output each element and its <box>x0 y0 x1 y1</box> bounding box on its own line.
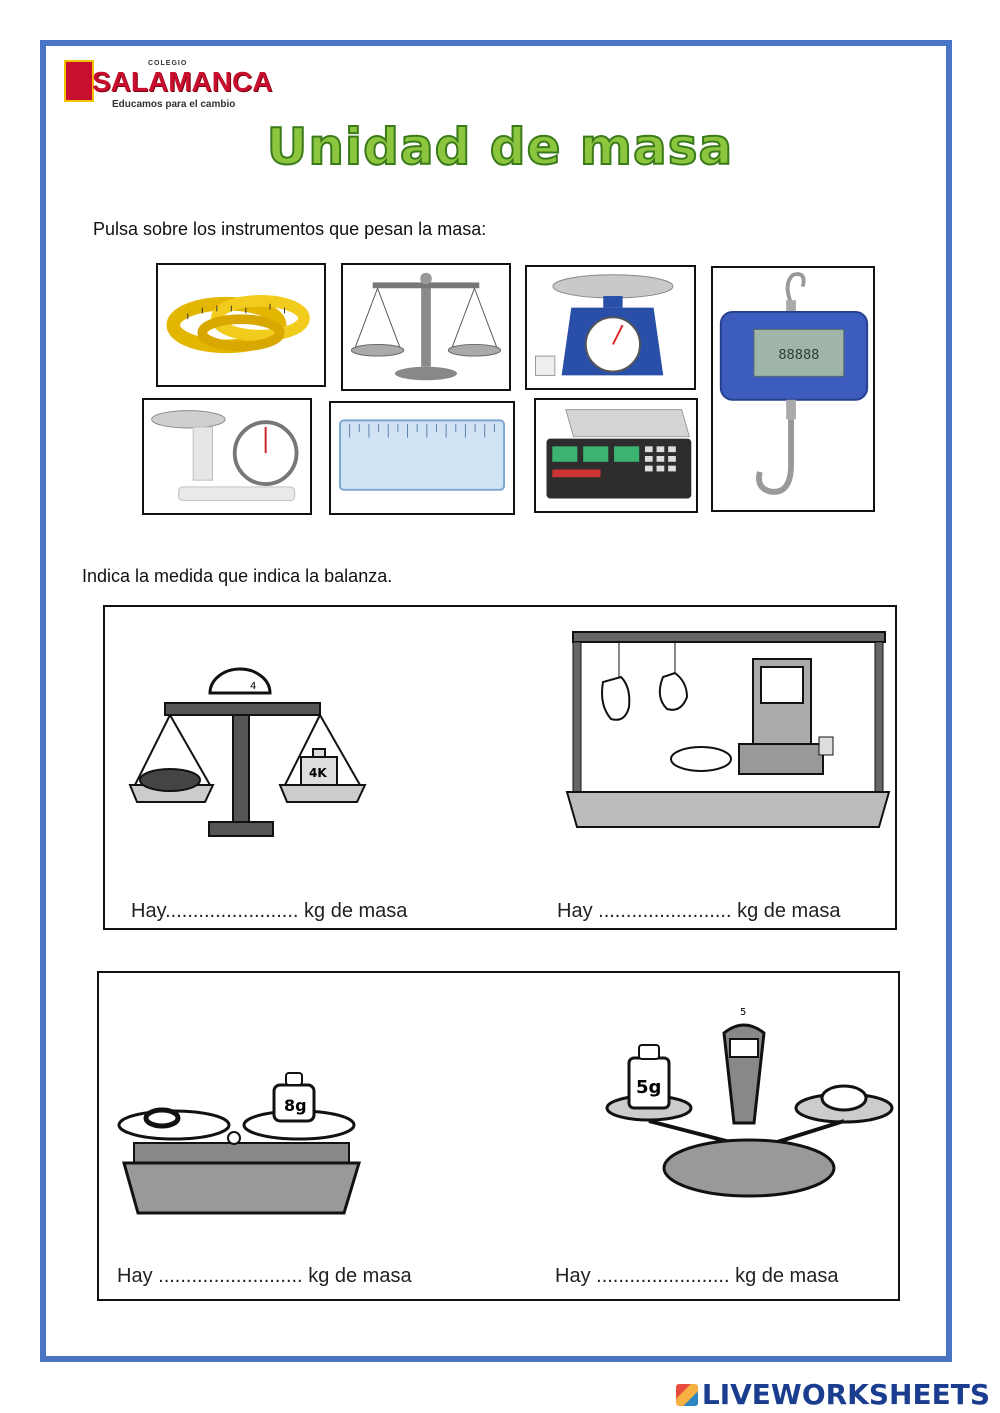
dial-mark: 4 <box>250 681 256 692</box>
answer-blank[interactable]: ........................ <box>598 900 732 922</box>
balance-scale-icon <box>350 272 502 381</box>
logo-pre-title: COLEGIO <box>148 60 188 67</box>
page-frame <box>40 40 952 1362</box>
tile-ruler[interactable] <box>329 401 515 515</box>
tile-measuring-tape[interactable] <box>156 263 326 387</box>
kitchen-dial-scale-icon <box>534 274 674 376</box>
unit-label: kg de masa <box>304 900 408 922</box>
answer-blank[interactable]: ........................ <box>165 900 299 922</box>
answer-blank[interactable]: .......................... <box>158 1265 303 1287</box>
hay-label: Hay <box>117 1265 153 1287</box>
answer-row2-right: Hay ........................ kg de masa <box>555 1265 838 1288</box>
tile-digital-counting-scale[interactable] <box>534 398 698 513</box>
weight-label-b: 8g <box>284 1096 307 1115</box>
hay-label: Hay <box>131 900 166 922</box>
balance-4kg-illustration: 4 4K <box>128 667 367 837</box>
weight-label-c: 5g <box>636 1077 661 1098</box>
tile-kitchen-dial-scale[interactable] <box>525 265 696 390</box>
answer-row1-left: Hay........................ kg de masa <box>131 900 407 923</box>
page-title: Unidad de masa <box>266 117 734 177</box>
hay-label: Hay <box>555 1265 591 1287</box>
answer-row2-left: Hay .......................... kg de mas… <box>117 1265 412 1288</box>
answer-row1-right: Hay ........................ kg de masa <box>557 900 840 923</box>
unit-label: kg de masa <box>308 1265 412 1287</box>
svg-text:88888: 88888 <box>778 347 819 363</box>
market-dial-scale-icon <box>151 410 299 501</box>
liveworksheets-logo-icon <box>675 1384 698 1406</box>
tile-market-dial-scale[interactable] <box>142 398 312 515</box>
instruction-1: Pulsa sobre los instrumentos que pesan l… <box>93 219 487 239</box>
roberval-balance-5g-illustration: 5 5g <box>605 1007 894 1198</box>
hanging-digital-scale-icon: 88888 <box>719 272 869 495</box>
exercise-panel-1: 4 4K Hay........................ kg de m… <box>103 605 897 930</box>
logo-name: SALAMANCA <box>92 66 273 97</box>
logo-badge <box>64 60 94 102</box>
digital-counting-scale-icon <box>546 409 692 499</box>
weight-label-a: 4K <box>309 766 327 780</box>
liveworksheets-brand: LIVEWORKSHEETS <box>675 1378 990 1411</box>
pan-balance-8g-illustration: 8g <box>117 1072 362 1215</box>
dial-top-mark: 5 <box>740 1007 746 1018</box>
measuring-tape-icon <box>166 295 310 354</box>
answer-blank[interactable]: ........................ <box>596 1265 730 1287</box>
tile-balance-scale[interactable] <box>341 263 511 391</box>
unit-label: kg de masa <box>737 900 841 922</box>
logo-tagline: Educamos para el cambio <box>112 99 236 110</box>
hay-label: Hay <box>557 900 593 922</box>
market-stall-illustration <box>565 631 891 828</box>
unit-label: kg de masa <box>735 1265 839 1287</box>
ruler-icon <box>339 419 505 491</box>
brand-text: LIVEWORKSHEETS <box>701 1378 990 1411</box>
tile-hanging-digital-scale[interactable]: 88888 <box>711 266 875 512</box>
instruction-2: Indica la medida que indica la balanza. <box>82 566 393 586</box>
exercise-panel-2: 8g 5 5g Hay .......................... k… <box>97 971 900 1301</box>
school-logo: COLEGIO SALAMANCA Educamos para el cambi… <box>62 58 272 114</box>
